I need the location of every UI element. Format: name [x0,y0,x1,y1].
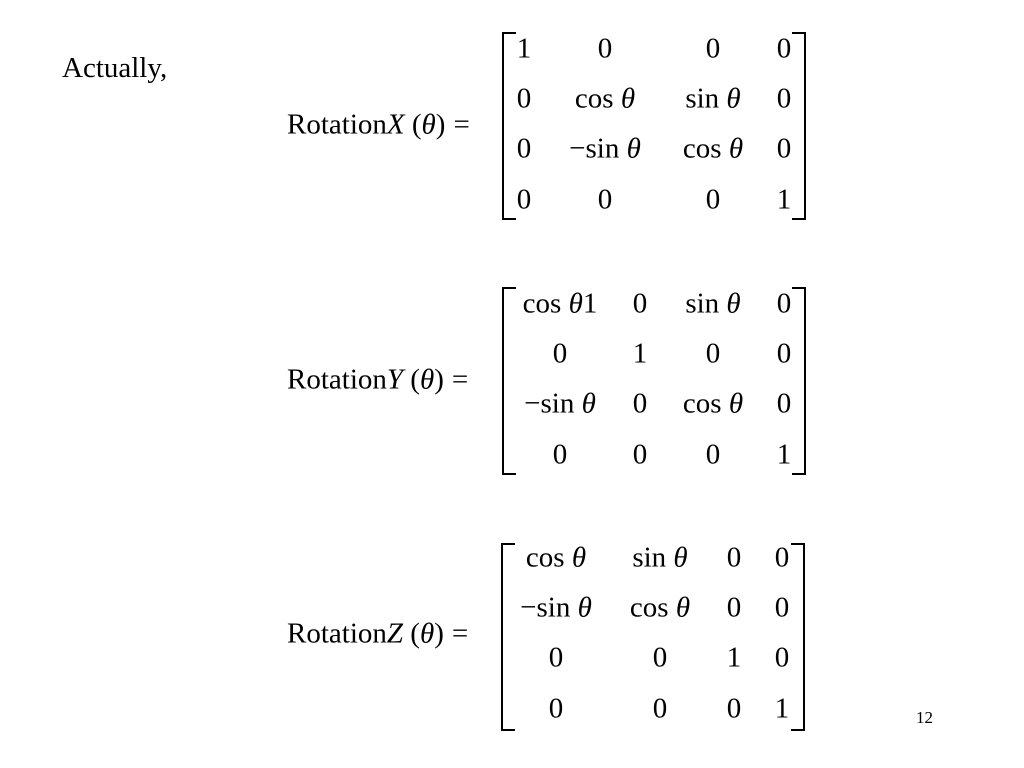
matrix-cell: 0 [552,438,568,471]
matrix-cell: 1 [516,32,532,65]
matrix-cell: 0 [632,287,648,320]
matrix-cell: 0 [726,591,742,624]
left-bracket [502,287,516,475]
matrix-cell: 1 [776,438,792,471]
angle-variable: θ [421,108,436,141]
function-name: Rotation [287,363,387,396]
right-bracket [792,287,806,475]
matrix-cell: 0 [705,32,721,65]
matrix-cell: 0 [516,183,532,216]
axis-variable: Y [386,363,404,396]
matrix-cell: 0 [548,692,564,725]
matrix-cell: 0 [705,337,721,370]
matrix-cell: −sin θ [520,591,592,624]
matrix-cell: sin θ [685,287,741,320]
matrix-cell: 0 [776,387,792,420]
function-name: Rotation [287,108,387,141]
rotation-z-lhs: RotationZ (θ)= [287,617,469,650]
matrix-cell: cos θ [574,82,636,115]
matrix-cell: 0 [597,32,613,65]
axis-variable: X [386,108,405,141]
matrix-cell: cos θ [682,132,744,165]
matrix-cell: 0 [552,337,568,370]
matrix-cell: 0 [516,82,532,115]
matrix-cell: sin θ [632,541,688,574]
left-bracket [502,32,516,220]
matrix-cell: 1 [774,692,790,725]
rotation-x-lhs: RotationX (θ)= [287,108,470,141]
axis-variable: Z [386,617,404,650]
matrix-cell: −sin θ [524,387,596,420]
matrix-cell: cos θ [525,541,587,574]
matrix-cell: 0 [632,387,648,420]
matrix-cell: 0 [705,438,721,471]
matrix-cell: 0 [776,287,792,320]
matrix-cell: sin θ [685,82,741,115]
matrix-cell: 1 [776,183,792,216]
matrix-cell: 0 [597,183,613,216]
matrix-cell: 0 [705,183,721,216]
matrix-cell: 0 [776,82,792,115]
right-bracket [791,543,805,731]
matrix-cell: 0 [774,591,790,624]
matrix-cell: 0 [652,692,668,725]
matrix-cell: 0 [548,641,564,674]
matrix-cell: cos θ1 [522,287,598,320]
matrix-cell: 1 [726,641,742,674]
matrix-cell: 0 [776,337,792,370]
matrix-cell: 0 [726,692,742,725]
intro-text: Actually, [62,52,168,84]
right-bracket [792,32,806,220]
matrix-cell: 0 [776,132,792,165]
matrix-cell: cos θ [682,387,744,420]
rotation-y-lhs: RotationY (θ)= [287,363,469,396]
left-bracket [501,543,515,731]
matrix-cell: 1 [632,337,648,370]
page-number: 12 [916,708,933,727]
angle-variable: θ [419,363,435,396]
matrix-cell: 0 [652,641,668,674]
matrix-cell: −sin θ [569,132,641,165]
matrix-cell: 0 [516,132,532,165]
matrix-cell: 0 [726,541,742,574]
matrix-cell: 0 [632,438,648,471]
function-name: Rotation [287,617,387,650]
matrix-cell: cos θ [629,591,691,624]
matrix-cell: 0 [776,32,792,65]
angle-variable: θ [419,617,435,650]
matrix-cell: 0 [774,541,790,574]
matrix-cell: 0 [774,641,790,674]
